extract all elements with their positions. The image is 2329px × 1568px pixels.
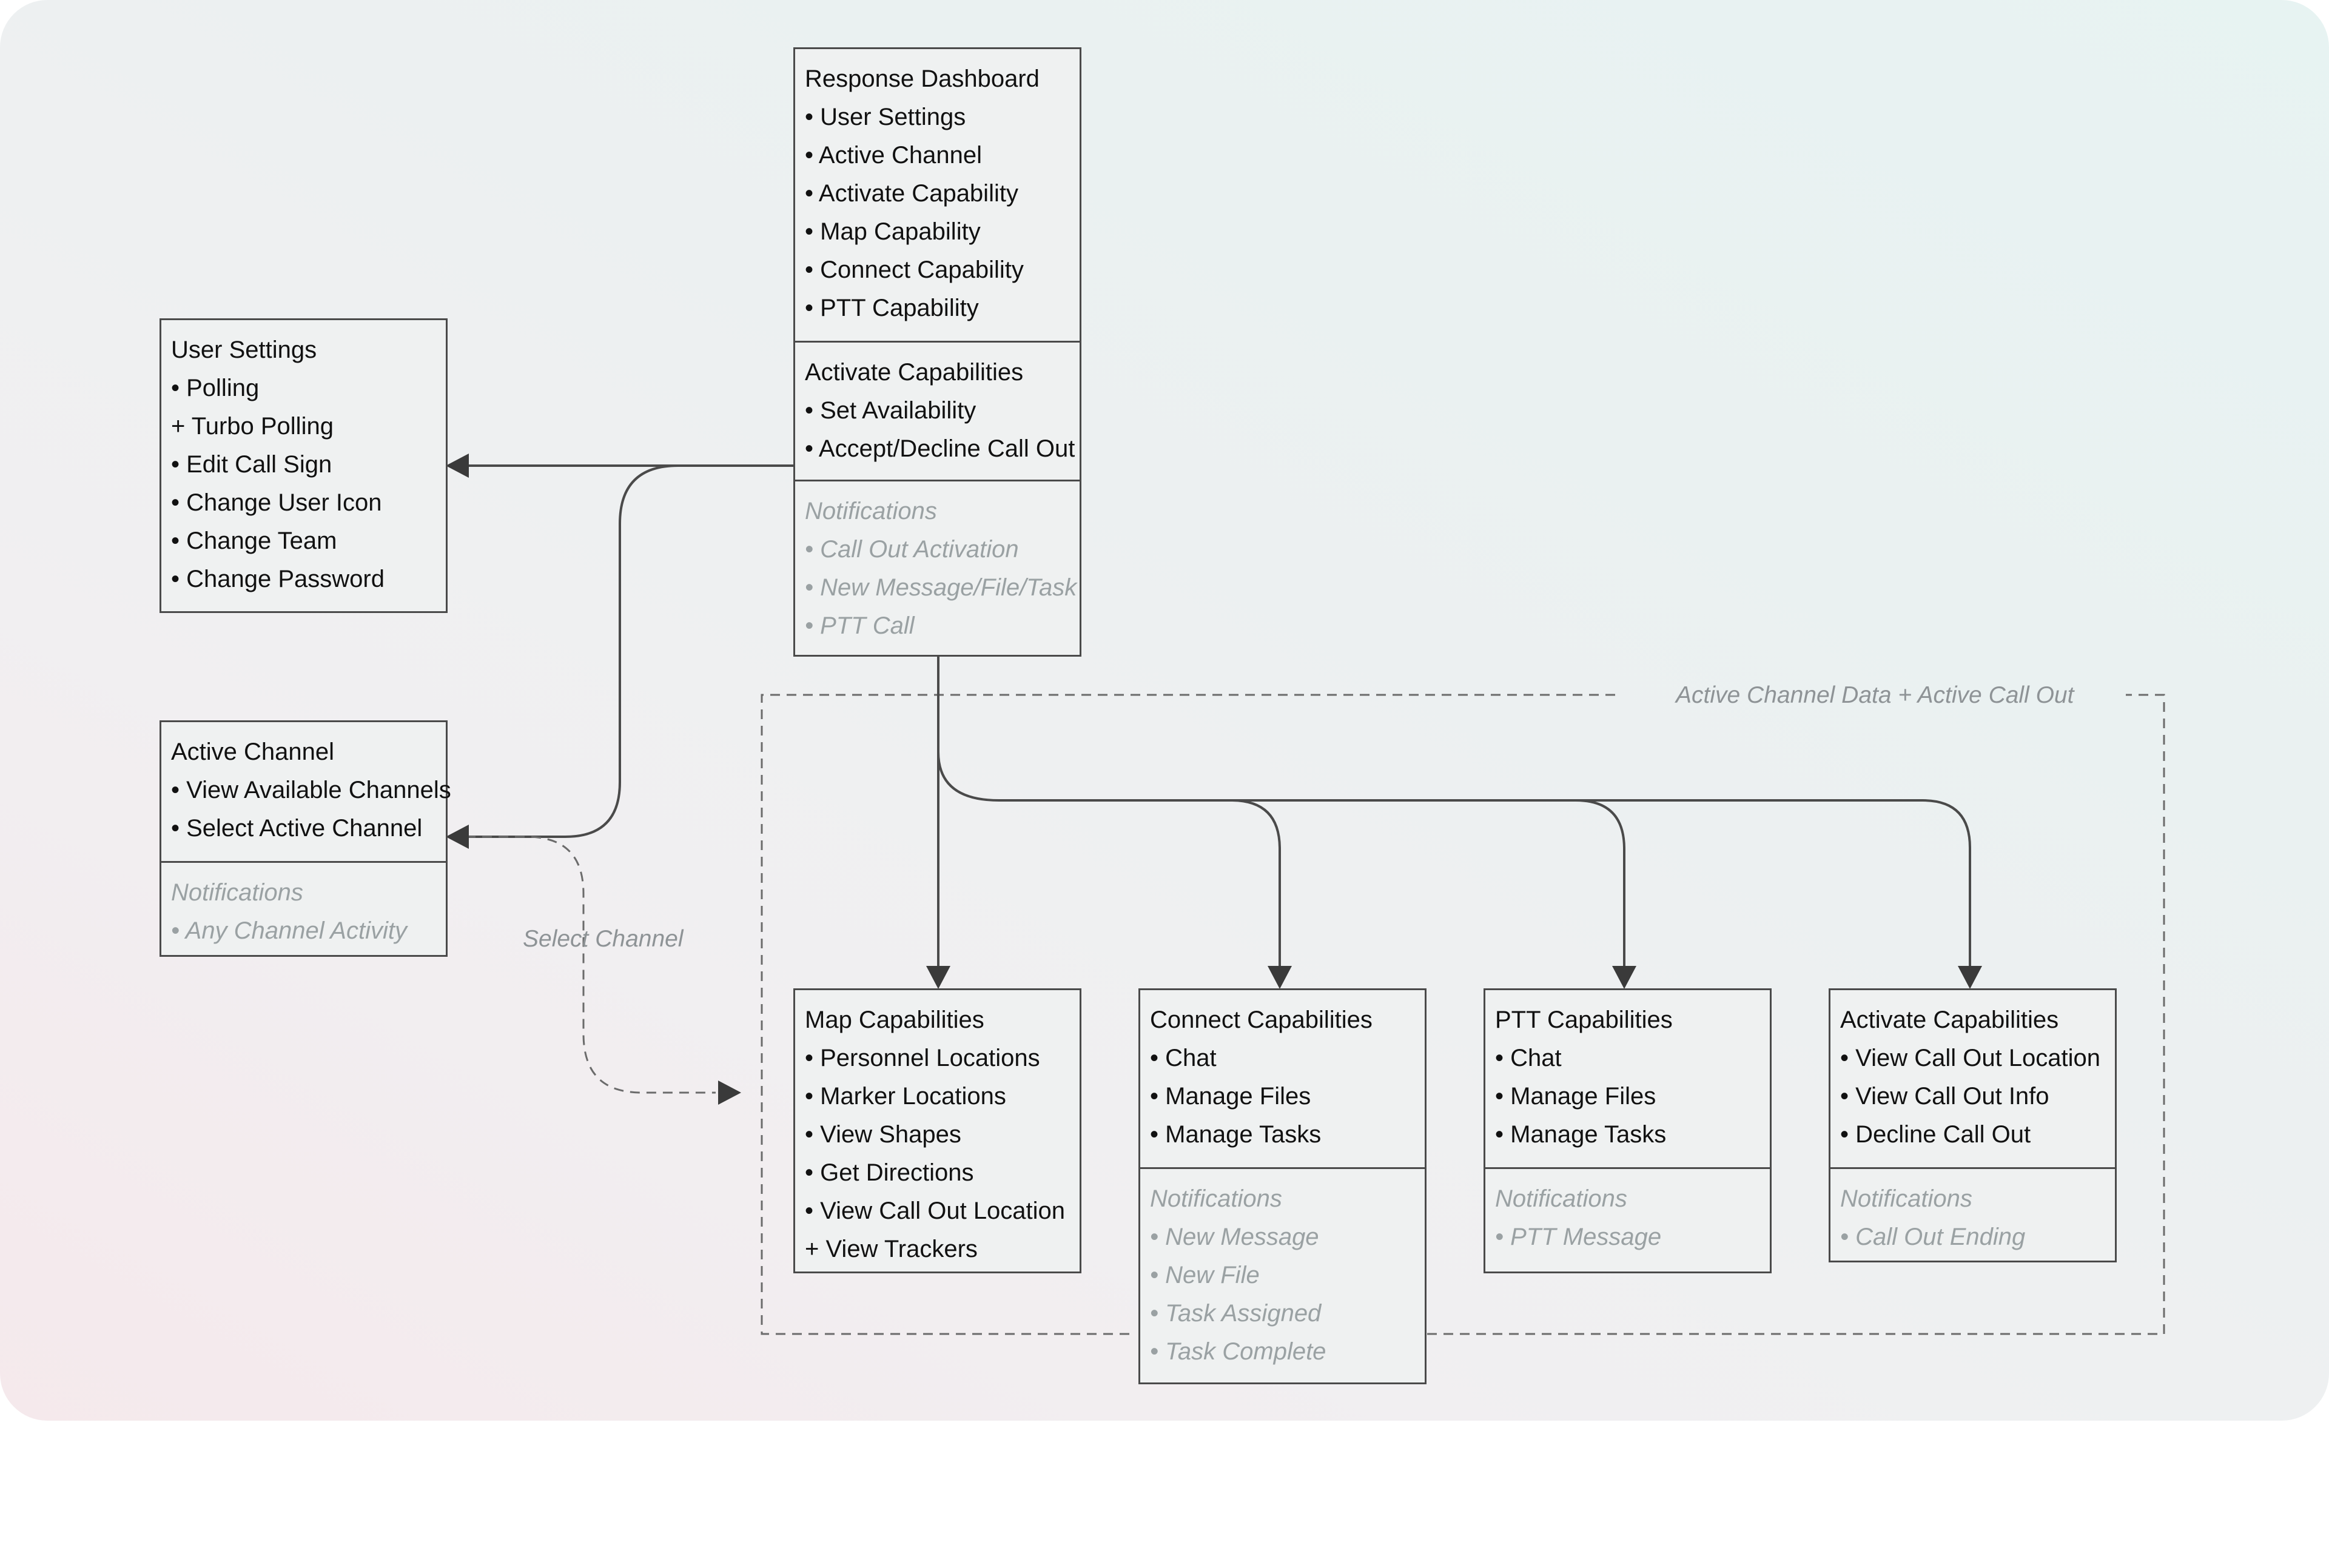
section-title: Notifications: [805, 498, 937, 524]
section-item: • Call Out Activation: [805, 536, 1019, 563]
section-item: • View Call Out Location: [805, 1198, 1066, 1224]
arrowhead-user-settings: [446, 454, 469, 478]
section-item: • Active Channel: [805, 142, 982, 169]
section-item: • PTT Capability: [805, 295, 979, 321]
node-connect-capabilities: Connect Capabilities • Chat • Manage Files…: [1138, 988, 1427, 1384]
node-section: User Settings • Polling + Turbo Polling • E…: [161, 320, 446, 612]
section-item: • Any Channel Activity: [171, 917, 407, 944]
connector-layer: [446, 454, 2165, 1335]
section-item: • New Message: [1150, 1224, 1319, 1250]
section-title: Active Channel: [171, 739, 335, 765]
section-item: • Get Directions: [805, 1159, 974, 1186]
node-section: Activate Capabilities • View Call Out Loc…: [1830, 990, 2115, 1167]
section-item: • User Settings: [805, 104, 966, 130]
section-item: • View Shapes: [805, 1121, 961, 1148]
arrowhead-connect-capabilities: [1268, 966, 1292, 989]
group-label: Active Channel Data + Active Call Out: [1676, 682, 2074, 708]
notifications-section: Notifications • Call Out Ending: [1830, 1167, 2115, 1268]
section-item: • Select Active Channel: [171, 815, 423, 842]
node-map-capabilities: Map Capabilities • Personnel Locations • M…: [793, 988, 1081, 1273]
edge-branch-to-connect-capabilities: [1231, 799, 1281, 969]
arrowhead-select-channel: [718, 1081, 741, 1105]
node-section: PTT Capabilities • Chat • Manage Files • Ma…: [1485, 990, 1770, 1167]
section-item: • Connect Capability: [805, 256, 1024, 283]
section-item: • Manage Files: [1150, 1083, 1311, 1110]
section-item: • Change Team: [171, 528, 337, 554]
node-section: Active Channel • View Available Channels •…: [161, 722, 451, 861]
section-item: • View Call Out Location: [1840, 1045, 2101, 1071]
notifications-section: Notifications • Call Out Activation • New …: [795, 480, 1080, 657]
section-item: • Accept/Decline Call Out: [805, 435, 1075, 462]
group-boundary: [761, 694, 2165, 1335]
section-title: Activate Capabilities: [1840, 1007, 2059, 1033]
arrowhead-map-capabilities: [926, 966, 950, 989]
section-item: • New File: [1150, 1262, 1260, 1288]
section-item: • PTT Call: [805, 612, 915, 639]
section-item: • Manage Tasks: [1150, 1121, 1322, 1148]
section-item: • Manage Files: [1495, 1083, 1656, 1110]
section-item: • Task Assigned: [1150, 1300, 1322, 1327]
notifications-section: Notifications • New Message • New File • Ta…: [1140, 1167, 1425, 1382]
section-item: • Map Capability: [805, 218, 981, 245]
edge-dashboard-to-active-channel: [466, 464, 793, 838]
node-active-channel: Active Channel • View Available Channels •…: [160, 720, 451, 957]
section-item: • Change User Icon: [171, 489, 382, 516]
section-item: • Marker Locations: [805, 1083, 1006, 1110]
notifications-section: Notifications • PTT Message: [1485, 1167, 1770, 1268]
edge-select-channel: [466, 836, 716, 1094]
node-response-dashboard: Response Dashboard • User Settings • Activ…: [793, 47, 1081, 657]
section-item: • PTT Message: [1495, 1224, 1662, 1250]
section-item: • Set Availability: [805, 397, 976, 424]
section-item: • Chat: [1495, 1045, 1562, 1071]
section-title: Notifications: [1495, 1185, 1627, 1212]
section-item: • Decline Call Out: [1840, 1121, 2031, 1148]
section-title: Response Dashboard: [805, 65, 1040, 92]
section-title: Activate Capabilities: [805, 359, 1024, 386]
section-item: • Manage Tasks: [1495, 1121, 1667, 1148]
edge-branch-to-ptt-capabilities: [1575, 799, 1625, 969]
section-title: Notifications: [171, 879, 303, 906]
section-title: User Settings: [171, 337, 317, 363]
arrowhead-activate-capabilities: [1958, 966, 1982, 989]
section-title: Connect Capabilities: [1150, 1007, 1373, 1033]
node-section: Response Dashboard • User Settings • Activ…: [795, 49, 1080, 341]
section-item: • View Available Channels: [171, 777, 451, 803]
section-item: • View Call Out Info: [1840, 1083, 2049, 1110]
arrowhead-active-channel: [446, 825, 469, 849]
notifications-section: Notifications • Any Channel Activity: [161, 861, 446, 962]
section-item: + Turbo Polling: [171, 413, 334, 440]
section-title: Notifications: [1840, 1185, 1972, 1212]
node-section: Activate Capabilities • Set Availability •…: [795, 341, 1080, 480]
section-item: • Chat: [1150, 1045, 1217, 1071]
edge-dashboard-branch: [937, 657, 1971, 969]
section-item: + View Trackers: [805, 1236, 978, 1262]
section-item: • Edit Call Sign: [171, 451, 332, 478]
section-title: Map Capabilities: [805, 1007, 984, 1033]
node-section: Map Capabilities • Personnel Locations • M…: [795, 990, 1080, 1282]
node-activate-capabilities: Activate Capabilities • View Call Out Loc…: [1829, 988, 2117, 1262]
section-item: • Task Complete: [1150, 1338, 1326, 1365]
diagram-canvas: Active Channel Data + Active Call Out Se…: [0, 0, 2329, 1421]
section-title: Notifications: [1150, 1185, 1282, 1212]
section-item: • Polling: [171, 375, 260, 401]
section-item: • Personnel Locations: [805, 1045, 1040, 1071]
section-title: PTT Capabilities: [1495, 1007, 1673, 1033]
edge-label-select-channel: Select Channel: [523, 926, 684, 952]
section-item: • Call Out Ending: [1840, 1224, 2026, 1250]
node-user-settings: User Settings • Polling + Turbo Polling • E…: [160, 318, 448, 613]
section-item: • Change Password: [171, 566, 385, 592]
arrowhead-ptt-capabilities: [1612, 966, 1636, 989]
section-item: • Activate Capability: [805, 180, 1018, 207]
section-item: • New Message/File/Task: [805, 574, 1077, 601]
node-section: Connect Capabilities • Chat • Manage Files…: [1140, 990, 1425, 1167]
node-ptt-capabilities: PTT Capabilities • Chat • Manage Files • Ma…: [1484, 988, 1772, 1273]
